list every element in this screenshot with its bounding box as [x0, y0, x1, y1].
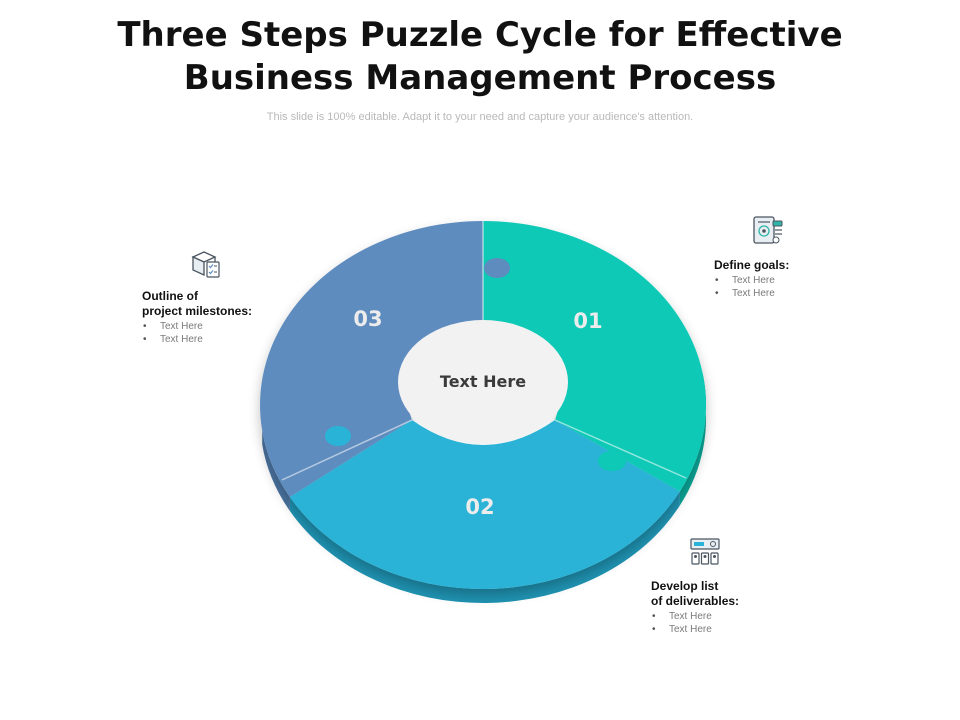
callout-bullets: Text Here Text Here [714, 274, 894, 300]
divider-02-03 [281, 419, 413, 481]
goal-document-icon [753, 216, 783, 244]
callout-heading: Outline of project milestones: [142, 289, 322, 319]
callout-outline-milestones: Outline of project milestones: Text Here… [142, 289, 322, 346]
segment-02-number: 02 [465, 495, 494, 519]
box-checklist-icon [191, 251, 220, 278]
puzzle-knob-right [598, 451, 626, 471]
title-line-1: Three Steps Puzzle Cycle for Effective [117, 15, 843, 55]
divider-01-02 [554, 419, 687, 479]
bullet-item: Text Here [714, 287, 894, 300]
bullet-item: Text Here [142, 333, 322, 346]
bullet-item: Text Here [651, 623, 831, 636]
puzzle-knob-left [325, 426, 351, 446]
center-label: Text Here [440, 372, 526, 391]
callout-bullets: Text Here Text Here [142, 320, 322, 346]
center-disc [398, 320, 568, 444]
callout-heading: Define goals: [714, 258, 894, 273]
segment-03 [260, 221, 483, 497]
callout-heading-line: project milestones: [142, 304, 253, 318]
callout-heading-line: of deliverables: [651, 594, 740, 608]
bullet-item: Text Here [651, 610, 831, 623]
callout-bullets: Text Here Text Here [651, 610, 831, 636]
callout-heading-line: Outline of [142, 289, 198, 303]
segment-03-side [262, 430, 290, 511]
segment-01 [483, 221, 707, 492]
deliverables-list-icon [690, 538, 720, 565]
puzzle-knob-top [484, 258, 510, 278]
slide-subtitle: This slide is 100% editable. Adapt it to… [266, 111, 694, 123]
segment-02-side [289, 491, 680, 603]
callout-heading: Develop list of deliverables: [651, 579, 831, 609]
bullet-item: Text Here [142, 320, 322, 333]
callout-heading-line: Develop list [651, 579, 719, 593]
callout-develop-deliverables: Develop list of deliverables: Text Here … [651, 579, 831, 636]
callout-define-goals: Define goals: Text Here Text Here [714, 258, 894, 300]
segment-02 [289, 420, 680, 589]
title-line-2: Business Management Process [183, 58, 777, 98]
segment-01-number: 01 [573, 309, 602, 333]
slide-title: Three Steps Puzzle Cycle for Effective B… [0, 14, 960, 100]
segment-03-number: 03 [353, 307, 382, 331]
callout-heading-line: Define goals: [714, 258, 790, 272]
bullet-item: Text Here [714, 274, 894, 287]
